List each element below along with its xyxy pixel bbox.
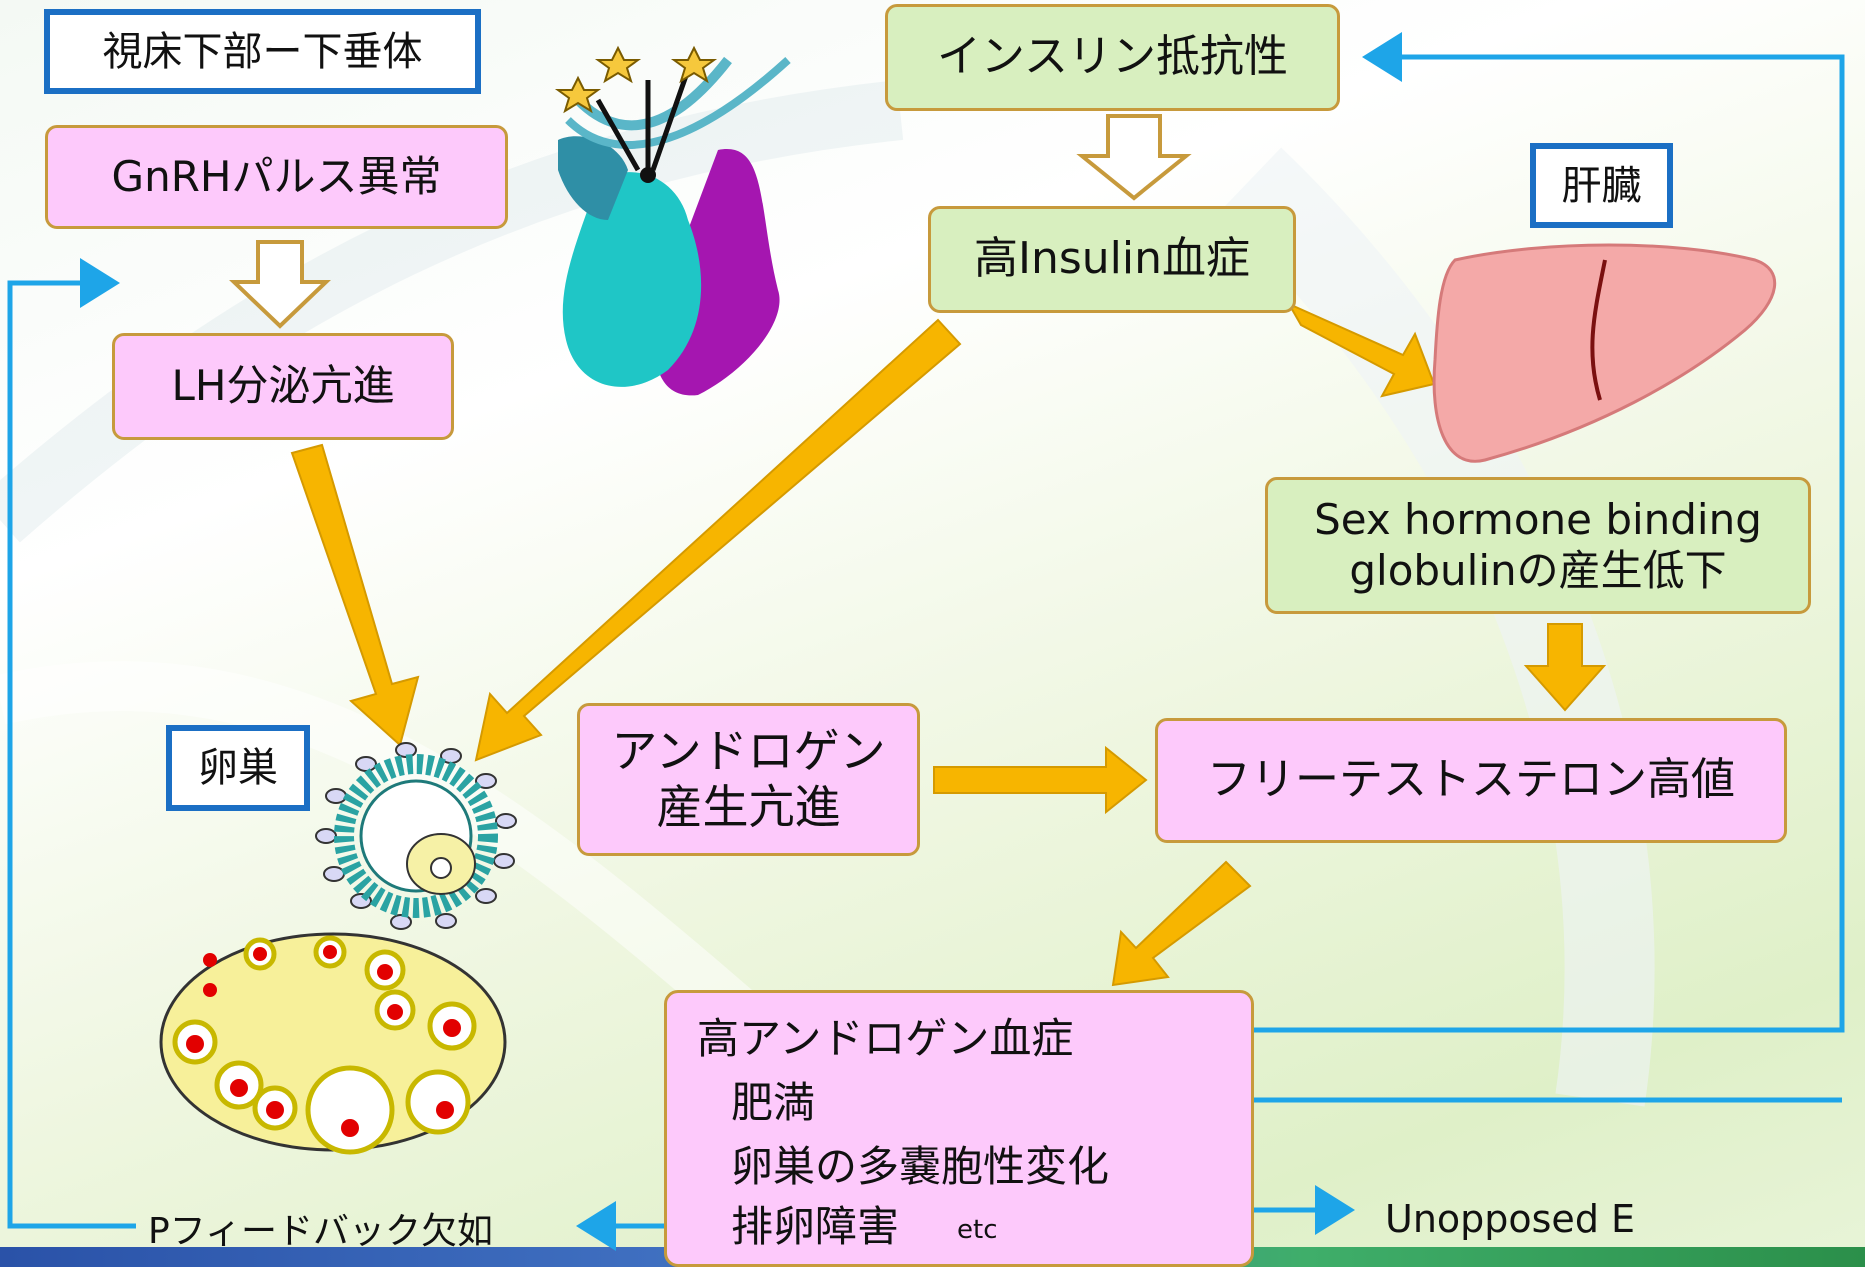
gold-arrow-free-to-summary xyxy=(1111,860,1252,987)
polycystic-ovary-illustration xyxy=(159,932,507,1155)
summary-anovulation: 排卵障害 xyxy=(731,1202,900,1251)
androgen-production-box: アンドロゲン 産生亢進 xyxy=(577,703,920,856)
hyperinsulinemia-box: 高Insulin血症 xyxy=(928,206,1296,313)
gold-arrow-insulin-to-liver xyxy=(1286,301,1436,398)
shbg-line-2: globulinの産生低下 xyxy=(1349,545,1727,595)
free-testosterone-box: フリーテストステロン高値 xyxy=(1155,718,1787,843)
lh-box: LH分泌亢進 xyxy=(112,333,454,440)
hollow-arrow-resistance-to-insulin xyxy=(1076,114,1192,201)
liver-label: 肝臓 xyxy=(1530,143,1673,228)
p-feedback-label: Pフィードバック欠如 xyxy=(148,1211,493,1252)
gold-arrow-shbg-to-free xyxy=(1523,623,1607,712)
summary-etc: etc xyxy=(957,1215,998,1245)
blue-line-pfeedback-loop xyxy=(7,258,136,1229)
unopposed-e-label: Unopposed E xyxy=(1385,1197,1636,1241)
pituitary-illustration xyxy=(554,45,791,396)
follicle-illustration xyxy=(315,742,517,930)
androgen-line-2: 産生亢進 xyxy=(656,779,841,834)
gold-arrow-androgen-to-free xyxy=(933,745,1148,815)
gold-arrow-insulin-to-ovary xyxy=(474,318,962,762)
hollow-arrow-gnrh-to-lh xyxy=(229,240,331,329)
hypothalamus-pituitary-label: 視床下部ー下垂体 xyxy=(44,9,481,94)
summary-polycystic: 卵巣の多嚢胞性変化 xyxy=(731,1142,1110,1191)
blue-line-hyperandrogen-to-resistance xyxy=(1175,32,1845,1033)
ovary-label: 卵巣 xyxy=(166,725,310,811)
gnrh-box: GnRHパルス異常 xyxy=(45,125,508,229)
shbg-line-1: Sex hormone binding xyxy=(1314,495,1762,545)
summary-hyperandrogenemia: 高アンドロゲン血症 xyxy=(697,1014,1074,1063)
shbg-box: Sex hormone binding globulinの産生低下 xyxy=(1265,477,1811,614)
liver-illustration xyxy=(1432,243,1777,463)
androgen-line-1: アンドロゲン xyxy=(611,724,886,779)
insulin-resistance-box: インスリン抵抗性 xyxy=(885,4,1340,111)
hyperandrogenemia-summary-box: 高アンドロゲン血症 肥満 卵巣の多嚢胞性変化 排卵障害 etc xyxy=(664,990,1254,1267)
gold-arrow-lh-to-ovary xyxy=(290,443,420,747)
summary-obesity: 肥満 xyxy=(731,1078,816,1127)
